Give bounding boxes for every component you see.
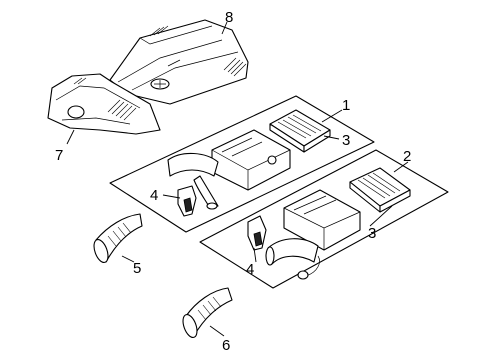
bracket-part-4-upper	[177, 185, 197, 217]
callout-labels: 8 7 1 3 2 3 4 4 5 6	[55, 9, 411, 354]
callout-8: 8	[225, 9, 233, 26]
filter-element-part-3-lower	[349, 167, 411, 213]
air-cleaner-housing-1	[167, 129, 291, 210]
callout-1: 1	[342, 97, 350, 114]
cover-hatch	[149, 25, 247, 77]
air-cleaner-housing-2	[265, 189, 361, 280]
callout-6: 6	[222, 337, 230, 354]
leader-lines	[66, 21, 409, 337]
callout-7: 7	[55, 147, 63, 164]
callout-3-lower: 3	[368, 225, 376, 242]
callout-2: 2	[403, 148, 411, 165]
callout-4-upper: 4	[150, 187, 158, 204]
callout-3-upper: 3	[342, 132, 350, 149]
engine-cover-part-8	[109, 19, 249, 105]
cover-shroud-part-7	[47, 73, 161, 135]
callout-4-lower: 4	[246, 261, 254, 278]
bracket-part-4-lower	[247, 215, 267, 251]
shroud-hatch	[73, 77, 137, 121]
intake-duct-part-5	[93, 213, 143, 264]
intake-duct-part-6	[182, 287, 233, 339]
callout-5: 5	[133, 260, 141, 277]
filter-element-part-3-upper	[269, 109, 331, 153]
